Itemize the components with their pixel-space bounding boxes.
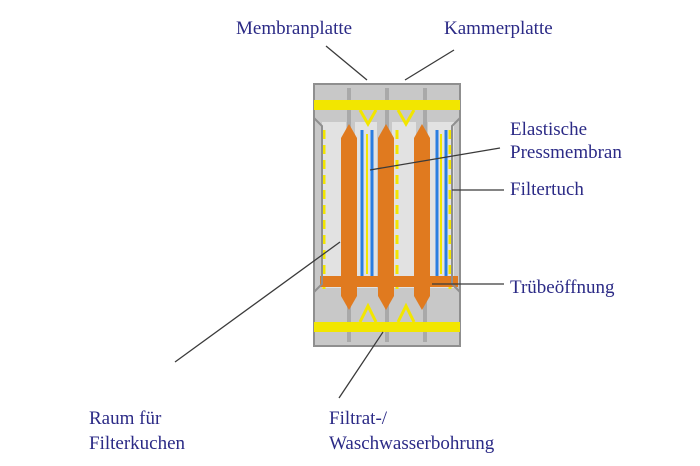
label-truebeoeffnung: Trübeöffnung — [510, 277, 615, 298]
label-membranplatte: Membranplatte — [236, 18, 353, 39]
plate-stack-outline — [313, 83, 461, 347]
label-filtrat: Filtrat-/ — [329, 408, 388, 429]
drain-connector — [396, 109, 416, 128]
filter-cake — [341, 124, 357, 310]
leader-pressmembran — [369, 147, 501, 171]
leader-raum-fuer-filterkuchen — [174, 241, 341, 363]
label-kammerplatte: Kammerplatte — [444, 18, 553, 39]
filtrate-channel-top — [314, 100, 460, 110]
label-waschwasserbohrung: Waschwasserbohrung — [329, 433, 495, 454]
label-filtertuch: Filtertuch — [510, 179, 584, 200]
drain-connector — [358, 109, 378, 128]
filter-cake — [414, 124, 430, 310]
plate-notch-right — [451, 117, 461, 293]
label-elastische: Elastische — [510, 119, 588, 140]
filter-cake — [378, 124, 394, 310]
drain-connector — [358, 302, 378, 323]
leader-kammerplatte — [404, 49, 455, 81]
plate-notch-left — [313, 117, 323, 293]
label-pressmembran: Pressmembran — [510, 142, 622, 163]
label-raum-fuer: Raum für — [89, 408, 162, 429]
filtrate-channel-bottom — [314, 322, 460, 332]
slurry-feed-channel — [320, 276, 458, 287]
label-filterkuchen: Filterkuchen — [89, 433, 186, 454]
drain-connector — [396, 302, 416, 323]
leader-filtratbohrung — [338, 331, 384, 399]
leader-membranplatte — [325, 45, 368, 81]
